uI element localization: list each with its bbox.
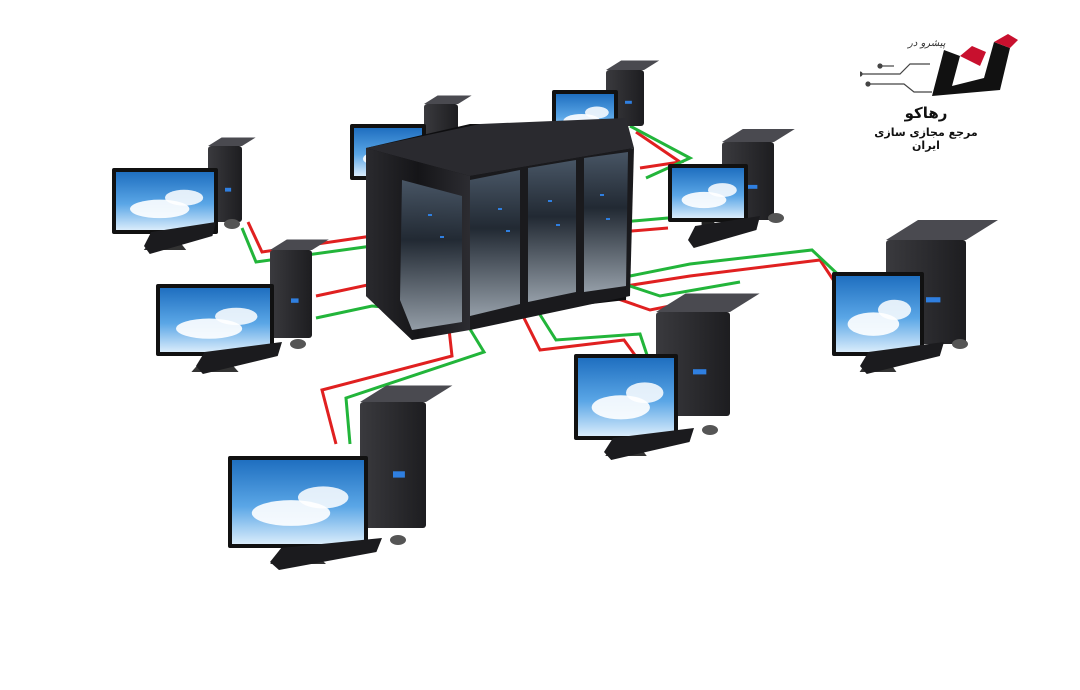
mouse-icon — [702, 425, 718, 435]
workstation-1 — [112, 137, 256, 254]
mouse-icon — [952, 339, 968, 349]
rack-door-3 — [528, 160, 576, 302]
keyboard-icon — [196, 342, 282, 374]
mouse-icon — [224, 219, 240, 229]
link-red-cable — [246, 221, 373, 254]
workstation-7 — [574, 293, 760, 460]
logo-tagline: مرجع مجازی سازی ایران — [874, 126, 978, 152]
network-link-1 — [240, 221, 373, 264]
keyboard-icon — [144, 222, 216, 254]
link-green-cable — [530, 301, 650, 359]
desktop-computer-icon — [156, 284, 274, 372]
desktop-computer-icon — [668, 164, 748, 238]
workstation-2 — [156, 239, 329, 374]
workstation-8 — [832, 220, 998, 374]
rack-door-1 — [400, 180, 462, 330]
mouse-icon — [290, 339, 306, 349]
link-green-cable — [602, 248, 848, 284]
desktop-computer-icon — [574, 354, 678, 456]
rack-door-4 — [584, 152, 628, 292]
keyboard-icon — [688, 216, 760, 248]
desktop-computer-icon — [228, 456, 368, 564]
network-link-3 — [320, 315, 487, 445]
logo-script-text: پیشرو در — [908, 38, 946, 49]
link-green-cable — [344, 315, 487, 445]
mouse-icon — [768, 213, 784, 223]
server-rack-icon — [366, 118, 634, 340]
mouse-icon — [390, 535, 406, 545]
keyboard-icon — [270, 538, 382, 570]
logo-brand-name: رهاکو — [904, 104, 948, 122]
logo: پیشرو در رهاکو مرجع مجازی سازی ایران — [860, 26, 1060, 152]
desktop-computer-icon — [112, 168, 218, 250]
workstation-3 — [228, 385, 453, 570]
network-link-4 — [518, 301, 650, 363]
logo-icon — [860, 34, 1018, 96]
link-red-cable — [518, 309, 642, 363]
link-green-cable — [629, 124, 694, 180]
desktop-tower-icon — [270, 239, 329, 338]
rack-door-2 — [470, 170, 520, 316]
keyboard-icon — [604, 428, 694, 460]
link-green-cable — [240, 227, 373, 264]
network-link-7 — [629, 124, 694, 180]
desktop-tower-icon — [360, 385, 453, 528]
link-red-cable — [320, 319, 454, 445]
workstation-6 — [668, 129, 795, 248]
keyboard-icon — [860, 342, 944, 374]
